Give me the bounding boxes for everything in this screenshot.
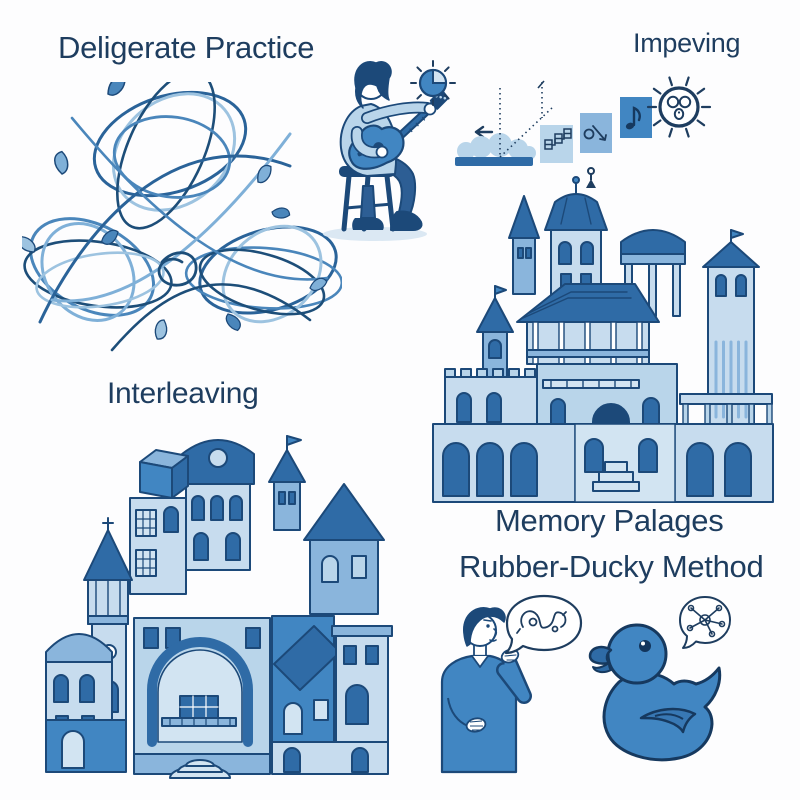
label-improving: Impeving [633, 28, 741, 58]
belly-hand [447, 697, 487, 733]
gabled-house [303, 483, 385, 615]
front-steps [592, 461, 640, 492]
dotted-projection-lines [499, 80, 555, 158]
tangled-threads-icon [22, 82, 342, 352]
sun-face-icon [646, 76, 712, 138]
label-rubber-ducky-method: Rubber-Ducky Method [459, 549, 764, 584]
duck-beak [588, 645, 613, 674]
interleaving-building-icon [45, 435, 393, 779]
progress-strip [455, 76, 712, 188]
label-memory-palaces: Memory Palages [495, 503, 724, 538]
base-row [45, 719, 389, 775]
music-note-square-icon [620, 97, 652, 138]
network-diagram [686, 604, 726, 638]
label-deliberate-practice: Deligerate Practice [58, 30, 315, 65]
rooftop-crate [139, 449, 189, 499]
central-dome-tower [544, 176, 608, 301]
duck-eye-glint [641, 641, 645, 646]
duck-wing [639, 707, 697, 734]
left-upper-tower [129, 497, 187, 595]
guitar-player-icon [323, 61, 450, 241]
pin-figure-icon [586, 167, 596, 188]
memory-palace-castle-icon [432, 176, 774, 503]
clock-rays [410, 60, 456, 106]
slant-roof-block [271, 615, 341, 743]
thread-loops [23, 82, 342, 352]
label-interleaving: Interleaving [107, 377, 259, 410]
wave-bumps-icon [455, 133, 536, 166]
explaining-person-icon [440, 607, 532, 774]
collar [471, 655, 489, 668]
speech-bubble-network-icon [679, 596, 731, 649]
duck-eye [639, 640, 651, 652]
hip-roof-pavilion [516, 283, 660, 365]
rubber-duck-icon [588, 623, 722, 762]
thin-spire-tower [508, 195, 540, 295]
duck-head [606, 623, 668, 685]
central-gable-tower [181, 439, 255, 571]
left-arrow-icon [474, 125, 494, 139]
linked-boxes-square-icon [540, 125, 573, 163]
grand-arch-block [133, 617, 271, 755]
tangle-diagram [516, 610, 567, 634]
timer-clock-icon [410, 60, 456, 106]
head [463, 607, 506, 647]
speech-bubble-scribble-icon [504, 594, 583, 655]
arms [350, 101, 437, 159]
curved-steps [169, 759, 231, 779]
right-turret [268, 435, 306, 531]
circle-arrow-square-icon [580, 113, 612, 153]
